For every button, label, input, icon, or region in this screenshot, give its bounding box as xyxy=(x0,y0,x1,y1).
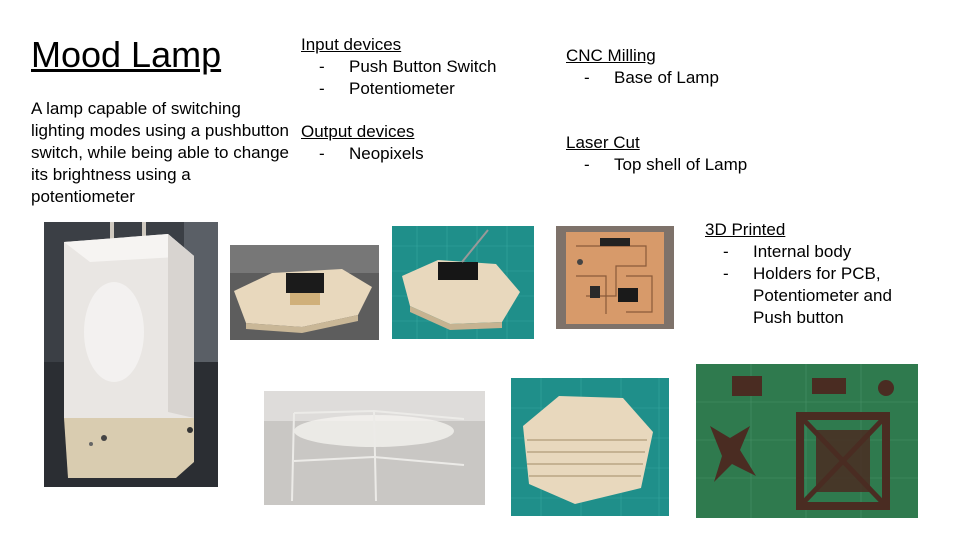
bullet-dash: - xyxy=(319,79,325,98)
laser-cut-heading: Laser Cut xyxy=(566,133,640,152)
bullet-dash: - xyxy=(319,57,325,76)
milled-base-photo xyxy=(230,245,379,340)
3d-printed-section: 3D Printed -Internal body -Holders for P… xyxy=(705,219,925,329)
cnc-milling-heading: CNC Milling xyxy=(566,46,656,65)
bullet-dash: - xyxy=(584,155,590,174)
list-item: -Push Button Switch xyxy=(301,56,496,78)
pcb-photo xyxy=(556,226,674,329)
bullet-dash: - xyxy=(319,144,325,163)
slide-title: Mood Lamp xyxy=(31,34,222,75)
list-item: -Potentiometer xyxy=(301,78,496,100)
list-item: -Holders for PCB, Potentiometer and Push… xyxy=(705,263,925,329)
3d-printed-heading: 3D Printed xyxy=(705,220,786,239)
bullet-dash: - xyxy=(584,68,590,87)
list-item: -Base of Lamp xyxy=(566,67,719,89)
output-devices-heading: Output devices xyxy=(301,122,415,141)
input-devices-section: Input devices -Push Button Switch -Poten… xyxy=(301,34,496,100)
3d-printed-parts-photo xyxy=(696,364,918,518)
bullet-dash: - xyxy=(723,242,729,261)
cnc-milling-section: CNC Milling -Base of Lamp xyxy=(566,45,719,89)
bullet-dash: - xyxy=(723,264,729,283)
input-devices-heading: Input devices xyxy=(301,35,402,54)
slide-description: A lamp capable of switching lighting mod… xyxy=(31,99,290,206)
output-devices-section: Output devices -Neopixels xyxy=(301,121,424,165)
list-item: -Neopixels xyxy=(301,143,424,165)
stacked-wood-photo xyxy=(511,378,669,516)
acrylic-shell-photo xyxy=(264,391,485,505)
base-on-mat-photo xyxy=(392,226,534,339)
list-item: -Top shell of Lamp xyxy=(566,154,747,176)
lamp-photo xyxy=(44,222,218,487)
laser-cut-section: Laser Cut -Top shell of Lamp xyxy=(566,132,747,176)
list-item: -Internal body xyxy=(705,241,925,263)
